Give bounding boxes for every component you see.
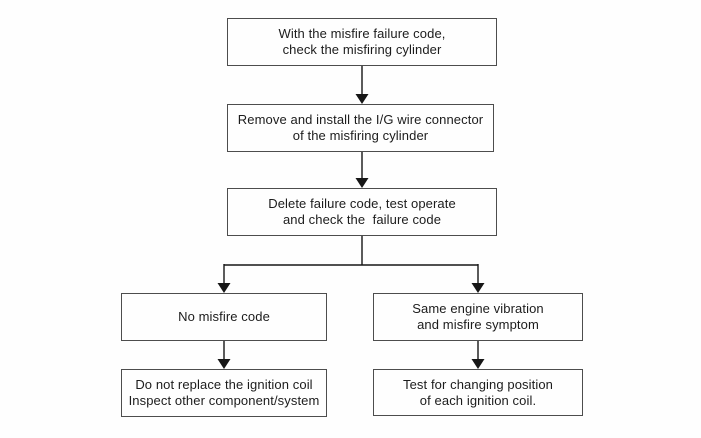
flow-node-result-right: Test for changing position of each ignit… <box>373 369 583 416</box>
edge-step-3-branch <box>224 236 478 266</box>
edge-step-3-to-branch-left <box>217 264 231 293</box>
flow-node-step-1-label: With the misfire failure code, check the… <box>278 26 446 57</box>
arrowhead-icon <box>217 283 231 293</box>
edge-branch-left-to-result-left <box>217 341 231 369</box>
flow-node-branch-left: No misfire code <box>121 293 327 341</box>
flow-node-branch-left-label: No misfire code <box>178 309 270 324</box>
flow-node-step-2-label: Remove and install the I/G wire connecto… <box>237 112 484 143</box>
flow-node-result-left-label: Do not replace the ignition coil Inspect… <box>128 377 320 408</box>
arrowhead-icon <box>471 359 485 369</box>
edge-step-2-to-step-3 <box>355 152 369 188</box>
edge-step-1-to-step-2 <box>355 66 369 104</box>
edge-branch-right-to-result-right <box>471 341 485 369</box>
flow-node-step-3-label: Delete failure code, test operate and ch… <box>268 196 456 227</box>
arrowhead-icon <box>217 359 231 369</box>
arrowhead-icon <box>355 178 369 188</box>
flow-node-branch-right-label: Same engine vibration and misfire sympto… <box>412 301 544 332</box>
arrowhead-icon <box>471 283 485 293</box>
flow-node-branch-right: Same engine vibration and misfire sympto… <box>373 293 583 341</box>
flow-node-step-1: With the misfire failure code, check the… <box>227 18 497 66</box>
flow-node-step-3: Delete failure code, test operate and ch… <box>227 188 497 236</box>
flow-node-result-right-label: Test for changing position of each ignit… <box>402 376 554 408</box>
edge-step-3-to-branch-right <box>471 264 485 293</box>
flow-node-step-2: Remove and install the I/G wire connecto… <box>227 104 494 152</box>
arrowhead-icon <box>355 94 369 104</box>
flow-node-result-left: Do not replace the ignition coil Inspect… <box>121 369 327 417</box>
